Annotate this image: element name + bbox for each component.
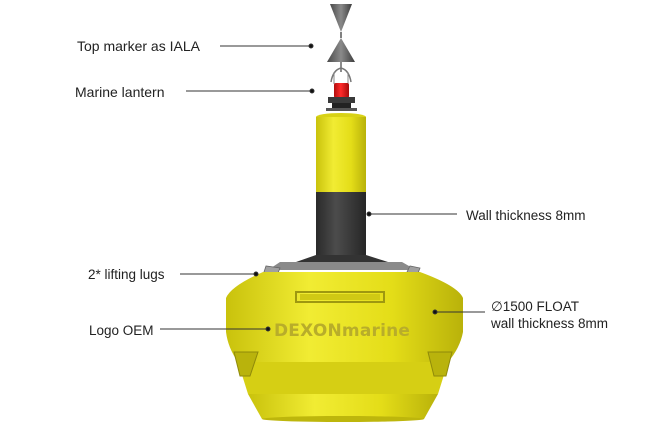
top-marker-lower-cone	[327, 38, 355, 62]
label-marine-lantern: Marine lantern	[75, 84, 165, 100]
top-marker-upper-cone	[330, 4, 352, 32]
tower-dark-band	[316, 192, 366, 258]
leader-lines	[160, 43, 485, 332]
oem-logo-text: DEXONmarine	[274, 321, 411, 341]
label-lifting-lugs: 2* lifting lugs	[88, 267, 165, 282]
tower-upper-yellow	[316, 117, 366, 192]
top-marker	[327, 4, 355, 62]
float-side-bracket-right	[427, 351, 453, 377]
label-float: ∅1500 FLOAT wall thickness 8mm	[491, 298, 608, 332]
label-top-marker: Top marker as IALA	[77, 38, 200, 54]
float-side-bracket-left	[233, 351, 259, 377]
float-body	[226, 272, 463, 422]
lantern-lens	[334, 83, 349, 98]
label-wall-thickness: Wall thickness 8mm	[466, 208, 586, 223]
buoy-tower	[316, 113, 366, 258]
float-top-handle	[295, 291, 385, 303]
label-float-line1: ∅1500 FLOAT	[491, 299, 580, 314]
marine-lantern	[326, 62, 357, 111]
label-logo-oem: Logo OEM	[89, 323, 154, 338]
label-float-line2: wall thickness 8mm	[491, 316, 609, 331]
